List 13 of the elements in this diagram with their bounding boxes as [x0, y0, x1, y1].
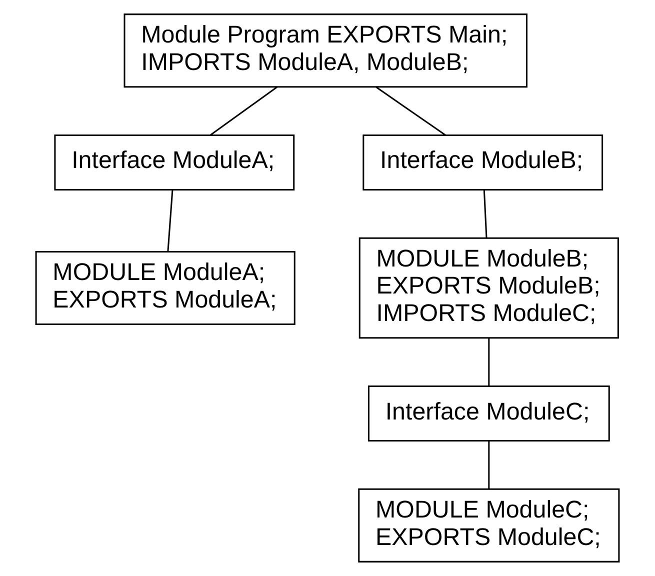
node-box: MODULE ModuleA; EXPORTS ModuleA;: [35, 250, 296, 326]
node-box: MODULE ModuleB; EXPORTS ModuleB; IMPORTS ModuleC;: [358, 237, 619, 339]
connector: [488, 440, 490, 489]
connector: [483, 190, 488, 238]
connector: [488, 338, 490, 386]
node-box: MODULE ModuleC; EXPORTS ModuleC;: [358, 488, 620, 562]
connector: [376, 86, 446, 136]
node-box: Interface ModuleB;: [362, 134, 604, 190]
connector: [167, 190, 174, 252]
node-box: Module Program EXPORTS Main; IMPORTS ModuleA, ModuleB;: [124, 14, 528, 88]
connector: [210, 86, 278, 136]
node-box: Interface ModuleA;: [54, 134, 295, 190]
node-box: Interface ModuleC;: [368, 386, 610, 442]
